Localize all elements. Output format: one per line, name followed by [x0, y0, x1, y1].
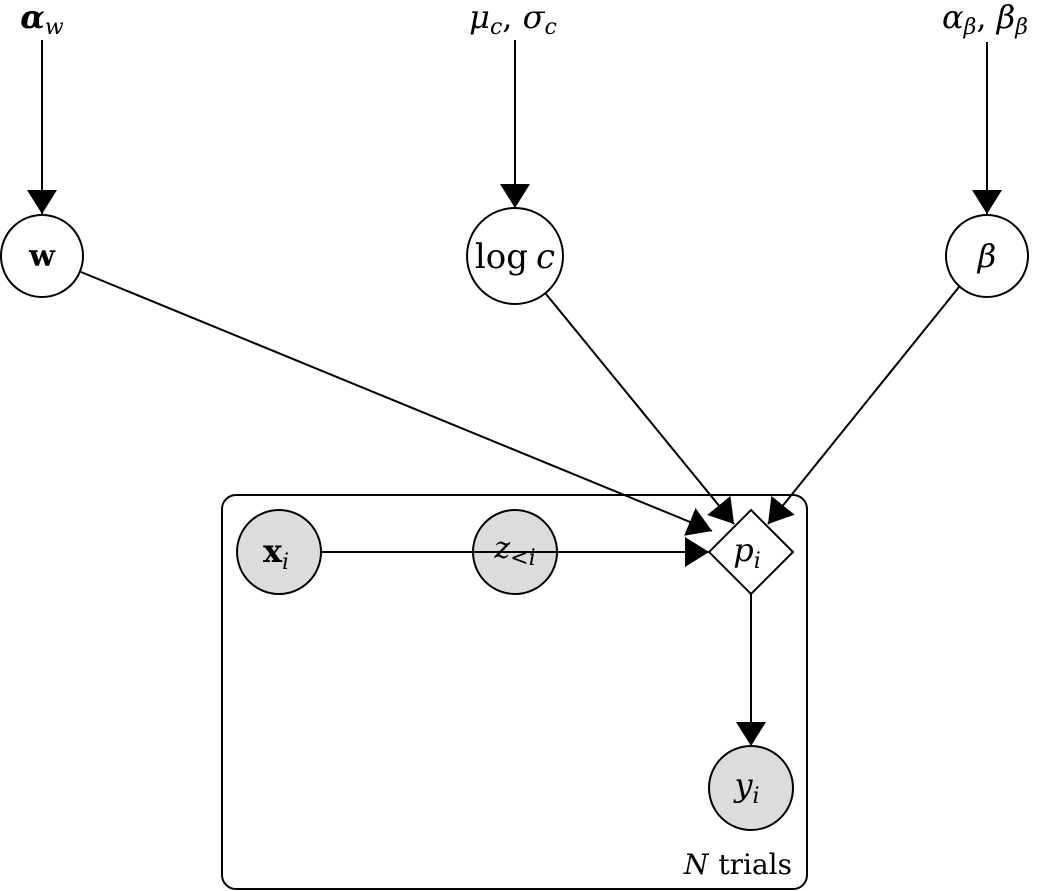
hyperparam-mu_sigma_c: μc, σc	[469, 0, 557, 40]
hyperparam-alpha_w: αw	[20, 0, 64, 40]
hyperparam-alpha_beta_beta: αβ, ββ	[942, 0, 1028, 40]
node-z_lt_i-label: z<i	[493, 531, 535, 571]
edge-logc-to-p_i	[545, 293, 735, 525]
node-beta: β	[945, 214, 1029, 298]
node-y_i-label: yi	[732, 766, 759, 809]
node-x_i: xi	[236, 509, 322, 595]
node-w: w	[0, 214, 84, 298]
node-y_i: yi	[708, 745, 794, 831]
plate-n-trials	[221, 494, 808, 890]
edge-w-to-p_i	[80, 271, 713, 536]
node-beta-label: β	[977, 237, 997, 275]
node-w-label: w	[28, 239, 56, 274]
node-p_i-label: pi	[733, 531, 761, 574]
node-p_i: pi	[707, 508, 795, 596]
node-x_i-label: xi	[263, 532, 289, 575]
edge-beta-to-p_i	[767, 286, 960, 525]
